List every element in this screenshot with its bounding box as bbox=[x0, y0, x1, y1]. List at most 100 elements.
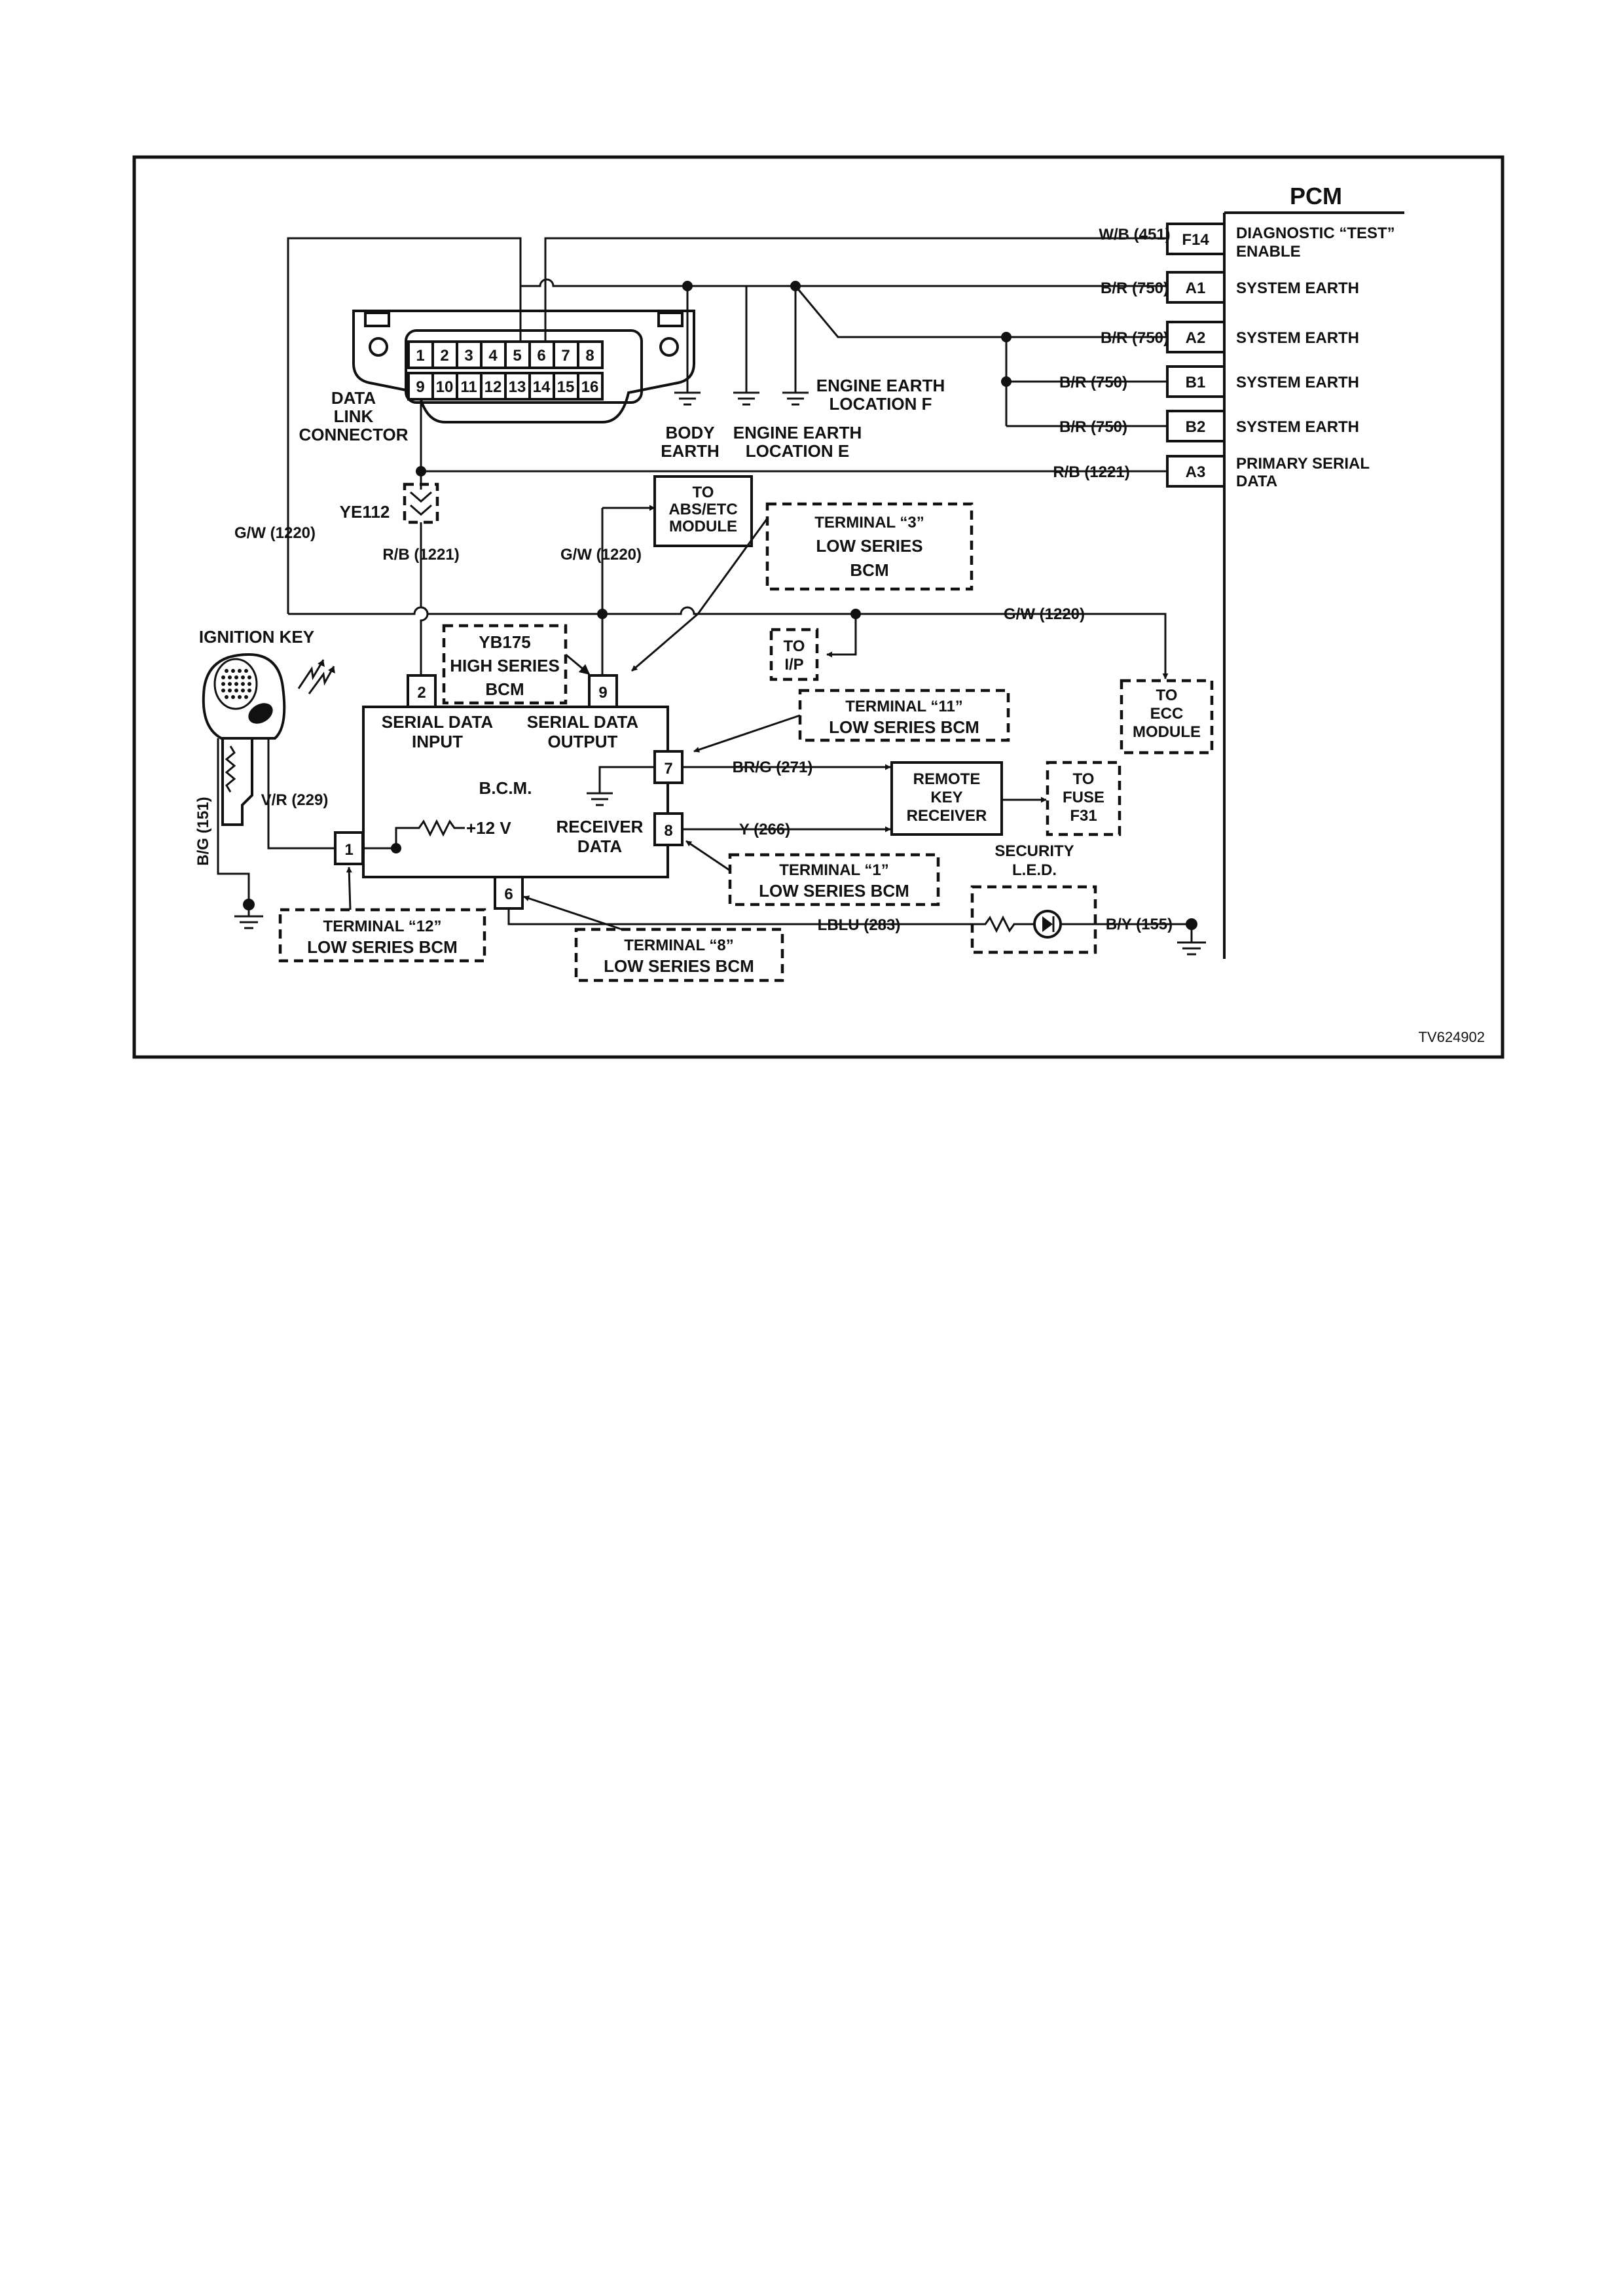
wire-label-br750-a1: B/R (750) bbox=[1101, 279, 1169, 297]
fuse-label: FUSE bbox=[1063, 789, 1104, 806]
bcm-pin-9: 9 bbox=[598, 684, 607, 702]
wire-label-gw1220-left: G/W (1220) bbox=[234, 524, 316, 542]
wire-label-gw1220-mid: G/W (1220) bbox=[560, 546, 642, 564]
bcm-serial-in-label: SERIAL DATA bbox=[382, 712, 494, 732]
dlc-pin: 8 bbox=[585, 347, 594, 365]
ip-label: I/P bbox=[784, 656, 803, 673]
terminal-11-note: TERMINAL “11” LOW SERIES BCM bbox=[693, 689, 1010, 753]
diagram-frame bbox=[132, 155, 1504, 1059]
wire-label-y266: Y (266) bbox=[739, 821, 790, 838]
dlc-pin: 16 bbox=[581, 378, 599, 396]
pcm-pin-a2: A2 SYSTEM EARTH bbox=[1166, 321, 1359, 353]
bcm-pin-6: 6 bbox=[504, 886, 513, 903]
wire-label-brg271: BR/G (271) bbox=[733, 759, 813, 776]
dlc-label: DATA bbox=[331, 388, 376, 408]
terminal-12-label: TERMINAL “12” bbox=[323, 918, 442, 935]
engine-earth-e-label: LOCATION E bbox=[746, 441, 849, 461]
dlc-pin: 2 bbox=[440, 347, 448, 365]
dlc-pin: 4 bbox=[488, 347, 498, 365]
engine-earth-e: ENGINE EARTH LOCATION E bbox=[733, 391, 862, 461]
wire-label-wb451: W/B (451) bbox=[1099, 226, 1170, 243]
dlc-pin: 6 bbox=[537, 347, 545, 365]
ecc-module: TO ECC MODULE bbox=[1120, 679, 1214, 755]
dlc-pin: 15 bbox=[557, 378, 575, 396]
pcm-pin-b2: B2 SYSTEM EARTH bbox=[1166, 410, 1359, 442]
terminal-12-label: LOW SERIES BCM bbox=[307, 937, 458, 957]
yb175-label: HIGH SERIES bbox=[450, 656, 560, 675]
ecc-label: ECC bbox=[1150, 705, 1184, 723]
dlc-pin: 3 bbox=[464, 347, 473, 365]
pcm-pin-a3: A3 PRIMARY SERIAL DATA bbox=[1166, 455, 1370, 490]
pcm-pin-a1-label: A1 bbox=[1186, 279, 1206, 297]
body-earth-label: EARTH bbox=[661, 441, 720, 461]
dlc-pin: 14 bbox=[533, 378, 551, 396]
wire-label-br750-b1: B/R (750) bbox=[1059, 374, 1127, 391]
terminal-11-label: LOW SERIES BCM bbox=[829, 717, 979, 737]
pcm-pin-a3-desc: PRIMARY SERIAL bbox=[1236, 455, 1370, 473]
wire-label-vr229: V/R (229) bbox=[261, 791, 329, 809]
bcm-outputs: BR/G (271) Y (266) bbox=[682, 759, 1047, 838]
engine-earth-f-label: ENGINE EARTH bbox=[816, 376, 945, 395]
dlc-pin: 11 bbox=[460, 378, 477, 396]
ip-connector: TO I/P bbox=[769, 628, 819, 681]
pcm-pin-f14-desc: DIAGNOSTIC “TEST” bbox=[1236, 224, 1395, 242]
dlc-pin: 12 bbox=[484, 378, 502, 396]
dlc-pin: 10 bbox=[436, 378, 454, 396]
remote-key-receiver: REMOTE KEY RECEIVER bbox=[890, 761, 1003, 836]
ignition-key: IGNITION KEY V/R (229) B/G (151) bbox=[194, 627, 335, 929]
pcm: PCM F14 DIAGNOSTIC “TEST” ENABLE A1 SYST… bbox=[1166, 183, 1404, 959]
wire-label-by155: B/Y (155) bbox=[1106, 916, 1173, 933]
ecc-label: MODULE bbox=[1133, 723, 1201, 741]
wire-label-lblu283: LBLU (283) bbox=[818, 916, 901, 934]
ecc-label: TO bbox=[1156, 687, 1178, 704]
pcm-pin-a3-label: A3 bbox=[1186, 463, 1206, 481]
dlc-pin: 9 bbox=[416, 378, 424, 396]
yb175-note: YB175 HIGH SERIES BCM bbox=[442, 624, 591, 705]
remote-key-label: REMOTE bbox=[913, 770, 981, 788]
ignition-key-label: IGNITION KEY bbox=[199, 627, 314, 647]
wire-label-gw1220-right: G/W (1220) bbox=[1004, 605, 1085, 623]
yb175-label: YB175 bbox=[479, 632, 531, 652]
pcm-pin-b1: B1 SYSTEM EARTH bbox=[1166, 365, 1359, 398]
dlc-pin: 13 bbox=[509, 378, 526, 396]
figure-code: TV624902 bbox=[1418, 1029, 1485, 1045]
bcm-serial-in-label: INPUT bbox=[412, 732, 463, 751]
pcm-pin-a2-desc: SYSTEM EARTH bbox=[1236, 329, 1359, 347]
pcm-title: PCM bbox=[1290, 183, 1342, 209]
dlc-pin: 5 bbox=[513, 347, 521, 365]
dlc-pin-grid: 1 2 3 4 5 6 7 8 9 10 11 12 13 14 15 16 bbox=[407, 340, 604, 401]
terminal-8-note: TERMINAL “8” LOW SERIES BCM bbox=[523, 895, 784, 982]
bcm-pin-8: 8 bbox=[664, 822, 672, 840]
bcm-receiver-label: DATA bbox=[577, 836, 623, 856]
terminal-1-label: TERMINAL “1” bbox=[779, 861, 889, 879]
terminal-1-label: LOW SERIES BCM bbox=[759, 881, 909, 901]
pcm-pin-b2-desc: SYSTEM EARTH bbox=[1236, 418, 1359, 436]
fuse-label: F31 bbox=[1070, 807, 1097, 825]
terminal-8-label: TERMINAL “8” bbox=[624, 937, 734, 954]
pcm-pin-a3-desc2: DATA bbox=[1236, 473, 1277, 490]
terminal-1-note: TERMINAL “1” LOW SERIES BCM bbox=[685, 840, 940, 906]
security-led-label: L.E.D. bbox=[1012, 861, 1057, 879]
bcm-supply-label: +12 V bbox=[466, 818, 511, 838]
terminal-11-label: TERMINAL “11” bbox=[845, 698, 963, 715]
wire-label-bg151: B/G (151) bbox=[194, 797, 212, 865]
terminal-3-label: BCM bbox=[850, 560, 888, 580]
serial-data-wiring: R/B (1221) YE112 R/B (1221) G/W (1220) G… bbox=[234, 237, 1169, 679]
top-wiring: W/B (451) B/R (750) B/R (750) B/R (750) … bbox=[519, 226, 1171, 436]
remote-key-label: KEY bbox=[930, 789, 962, 806]
bcm-label: B.C.M. bbox=[479, 778, 532, 798]
abs-etc-label: MODULE bbox=[669, 518, 737, 535]
wire-label-br750-a2: B/R (750) bbox=[1101, 329, 1169, 347]
engine-earth-f-label: LOCATION F bbox=[830, 394, 932, 414]
abs-etc-module: TO ABS/ETC MODULE bbox=[653, 475, 753, 547]
pcm-pin-a2-label: A2 bbox=[1186, 329, 1206, 347]
pcm-pin-b2-label: B2 bbox=[1186, 418, 1206, 436]
wire-label-br750-b2: B/R (750) bbox=[1059, 418, 1127, 436]
yb175-label: BCM bbox=[485, 679, 524, 699]
dlc-label: LINK bbox=[334, 406, 374, 426]
data-link-connector: 1 2 3 4 5 6 7 8 9 10 11 12 13 14 15 16 D… bbox=[299, 310, 695, 444]
fuse-f31: TO FUSE F31 bbox=[1046, 761, 1122, 836]
terminal-12-note: TERMINAL “12” LOW SERIES BCM bbox=[278, 867, 486, 963]
bcm-serial-out-label: OUTPUT bbox=[548, 732, 618, 751]
